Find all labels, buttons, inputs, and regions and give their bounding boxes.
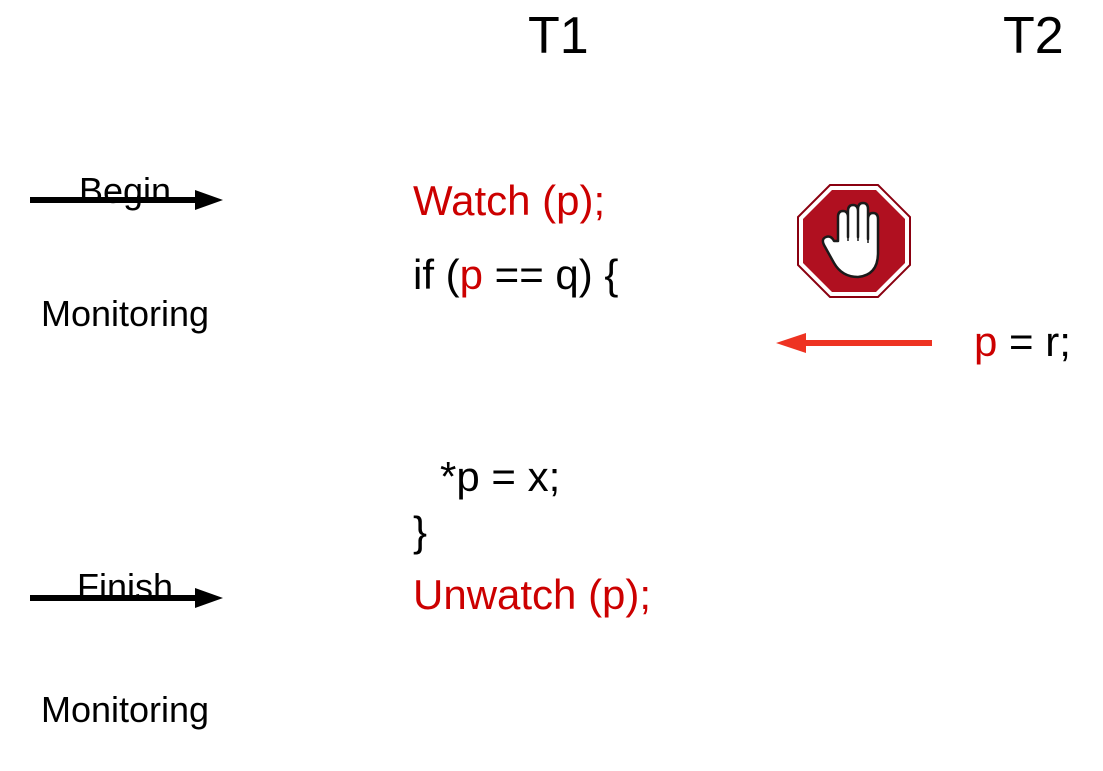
if-statement: if (p == q) {	[413, 251, 618, 299]
watch-statement: Watch (p);	[413, 177, 606, 224]
begin-arrow-icon	[30, 190, 223, 210]
if-prefix: if (	[413, 251, 460, 298]
finish-label-line2: Monitoring	[40, 689, 210, 730]
t2-header: T2	[1003, 7, 1064, 65]
finish-arrow-icon	[30, 588, 223, 608]
stop-hand-icon	[797, 184, 911, 298]
interference-arrow-icon	[776, 333, 932, 353]
if-suffix: == q) {	[483, 251, 619, 298]
if-var-p: p	[459, 251, 484, 298]
begin-label-line2: Monitoring	[40, 293, 210, 334]
slide: { "threads": { "t1_label": "T1", "t2_lab…	[5, 7, 1071, 730]
deref-assignment: *p = x;	[440, 453, 561, 500]
t1-header: T1	[528, 7, 589, 65]
finish-monitoring-label: Finish Monitoring	[5, 484, 245, 771]
begin-label-line1: Begin	[78, 170, 172, 211]
begin-monitoring-label: Begin Monitoring	[5, 88, 245, 375]
t2-assignment-rest: = r;	[997, 318, 1071, 365]
close-brace: }	[413, 508, 428, 555]
t2-var-p: p	[974, 318, 998, 365]
t2-assignment: p = r;	[974, 318, 1071, 366]
unwatch-statement: Unwatch (p);	[413, 571, 652, 618]
